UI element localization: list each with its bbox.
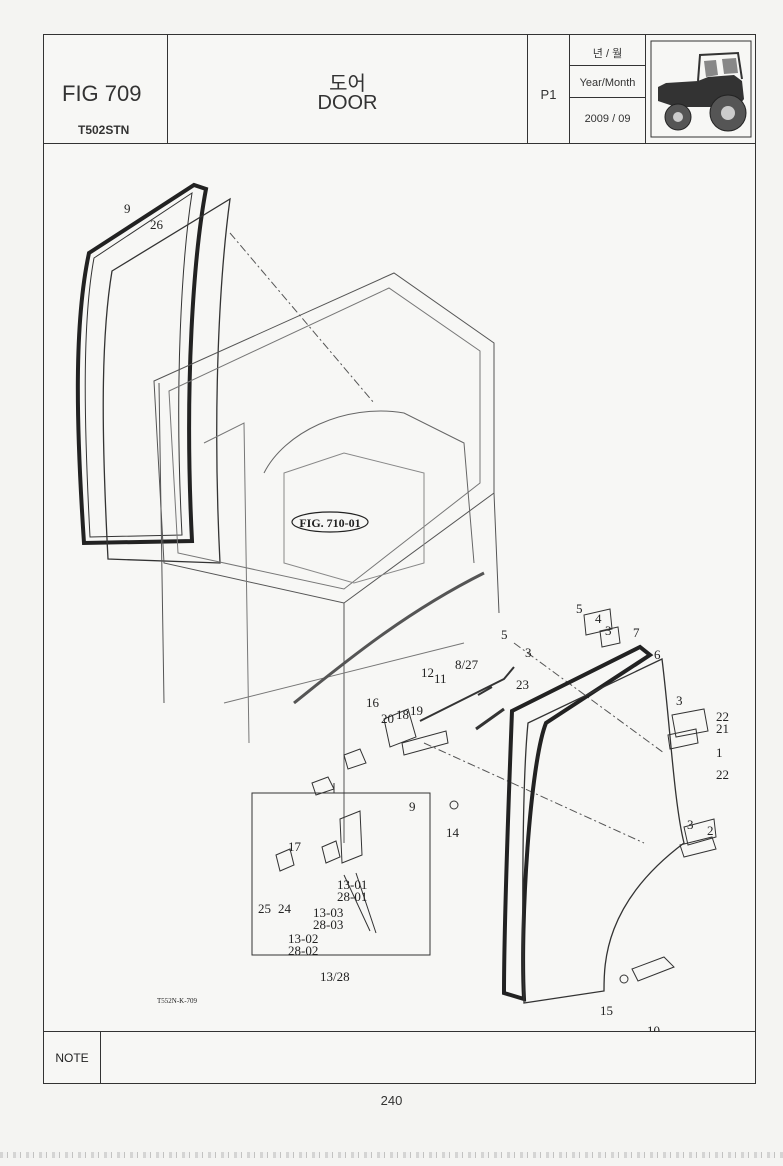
fig-cell: FIG 709 T502STN <box>44 35 168 143</box>
title-english: DOOR <box>317 92 378 114</box>
callout: 10 <box>647 1023 660 1031</box>
callout: 21 <box>716 721 729 736</box>
model-code: T502STN <box>78 123 130 137</box>
callout: 4 <box>595 611 602 626</box>
tractor-cell <box>646 35 756 143</box>
scan-edge <box>0 1152 783 1158</box>
note-row: NOTE <box>44 1031 755 1084</box>
callout: 9 <box>409 799 416 814</box>
callout: 13/28 <box>320 969 350 984</box>
callout: 22 <box>716 709 729 724</box>
callout: 5 <box>576 601 583 616</box>
callout: 5 <box>501 627 508 642</box>
callout: 19 <box>410 703 423 718</box>
callout: 24 <box>278 901 292 916</box>
callout: 7 <box>633 625 640 640</box>
callout: 13-03 <box>313 905 343 920</box>
door-assembly-drawing: FIG. 710-01 9 26 5 4 3 7 6 5 3 8/27 12 1… <box>75 182 729 1038</box>
callout: 3 <box>676 693 683 708</box>
callout: 22 <box>716 767 729 782</box>
callout: 1 <box>716 745 723 760</box>
exploded-door-diagram: FIG. 710-01 9 26 5 4 3 7 6 5 3 8/27 12 1… <box>44 143 755 1038</box>
title-korean: 도어 <box>329 73 366 95</box>
note-label: NOTE <box>44 1032 101 1084</box>
drawing-code: T552N-K-709 <box>157 997 198 1005</box>
year-month-label: Year/Month <box>579 77 636 89</box>
callout: 9 <box>124 201 131 216</box>
callout: 20 <box>381 711 394 726</box>
callout: 23 <box>516 677 529 692</box>
part-callouts: 9 26 5 4 3 7 6 5 3 8/27 12 11 23 16 20 1… <box>124 201 729 1038</box>
page-code: P1 <box>540 87 557 102</box>
callout: 11 <box>434 671 447 686</box>
callout: 17 <box>288 839 302 854</box>
page-code-cell: P1 <box>528 35 570 143</box>
callout: 28-01 <box>337 889 367 904</box>
figure-reference-label: FIG. 710-01 <box>299 516 360 530</box>
tractor-icon <box>650 40 752 138</box>
callout: 16 <box>366 695 380 710</box>
callout: 12 <box>421 665 434 680</box>
page-number: 240 <box>380 1093 403 1108</box>
callout: 15 <box>600 1003 613 1018</box>
callout: 25 <box>258 901 271 916</box>
callout: 13-01 <box>337 877 367 892</box>
callout: 14 <box>446 825 460 840</box>
callout: 26 <box>150 217 164 232</box>
callout: 28-02 <box>288 943 318 958</box>
callout: 8/27 <box>455 657 479 672</box>
sheet-header: FIG 709 T502STN 도어 DOOR P1 년 / 월 Year/Mo… <box>44 35 755 144</box>
callout: 13-02 <box>288 931 318 946</box>
callout: 3 <box>605 623 612 638</box>
date-cell: 년 / 월 Year/Month 2009 / 09 <box>570 35 646 143</box>
year-month-korean: 년 / 월 <box>592 48 623 60</box>
callout: 2 <box>707 823 714 838</box>
parts-sheet: FIG 709 T502STN 도어 DOOR P1 년 / 월 Year/Mo… <box>43 34 756 1084</box>
title-cell: 도어 DOOR <box>168 35 528 143</box>
callout: 3 <box>525 645 532 660</box>
callout: 6 <box>654 647 661 662</box>
figure-number: FIG 709 <box>62 81 142 106</box>
callout: 28-03 <box>313 917 343 932</box>
callout: 18 <box>396 707 409 722</box>
revision-date: 2009 / 09 <box>584 113 631 125</box>
callout: 3 <box>687 817 694 832</box>
